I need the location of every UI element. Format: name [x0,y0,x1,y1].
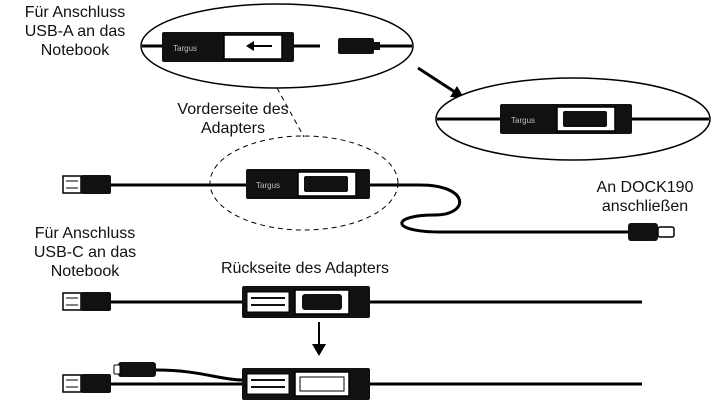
usb-a-port [223,34,283,60]
label-usb-c-notebook: Für Anschluss USB-C an das Notebook [33,225,137,280]
brand-logo: Targus [511,116,535,125]
label-front-side: Vorderseite des Adapters [177,101,289,137]
step-arrow-down [312,322,326,356]
label-dock-connect: An DOCK190 anschließen [596,179,694,215]
brand-logo: Targus [256,181,280,190]
usb-c-plug-back [302,294,342,310]
brand-logo: Targus [173,44,197,53]
callout-usb-a-inserted: Targus [435,77,711,161]
usb-a-plug-inserted [563,111,607,127]
label-usb-a-notebook: Für Anschluss USB-A an das Notebook [24,4,126,59]
usb-a-plug [338,38,374,54]
usb-c-plug-top [118,362,156,377]
usb-c-plug-dock [628,223,658,241]
label-back-side: Rückseite des Adapters [220,260,390,277]
step-arrow-right [417,66,464,98]
usb-a-connector-left [62,175,82,194]
callout-usb-a-insertion: Targus [140,3,414,89]
bottom-assembly [62,362,642,400]
usb-a-slot [246,291,290,313]
middle-assembly: Targus [62,169,675,241]
back-assembly [62,286,642,318]
dock-cable [370,183,628,234]
front-side-highlight [209,87,399,231]
